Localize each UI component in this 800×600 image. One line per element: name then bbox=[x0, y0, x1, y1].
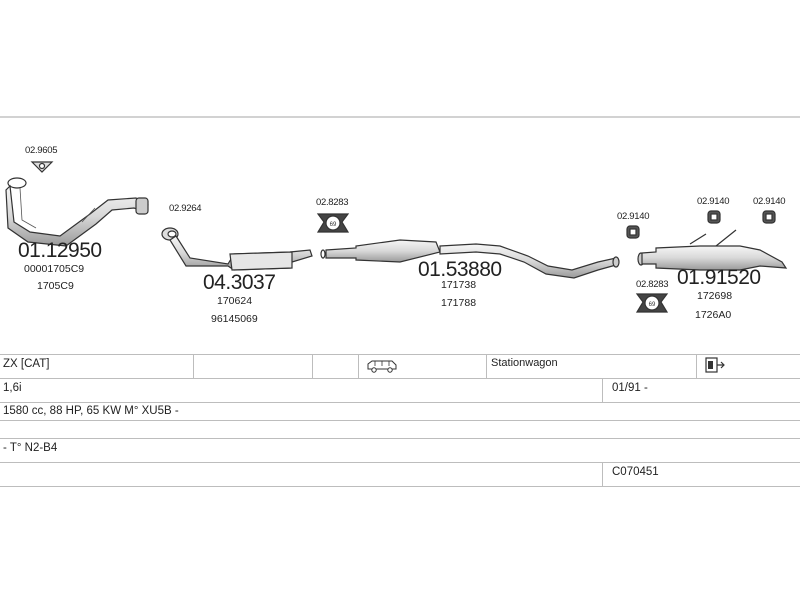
svg-text:69: 69 bbox=[330, 222, 337, 228]
rubber-mount-icon: 69 bbox=[635, 293, 669, 313]
hanger-part-number: 02.9140 bbox=[753, 196, 786, 207]
table-divider bbox=[0, 378, 800, 379]
catalyst-part bbox=[169, 235, 313, 271]
catalyst-part-number: 04.3037 bbox=[203, 271, 276, 294]
svg-text:69: 69 bbox=[649, 302, 656, 308]
middle-silencer-ref: 171738 bbox=[441, 279, 477, 291]
front-pipe-part-number: 01.12950 bbox=[18, 239, 102, 262]
table-divider bbox=[0, 420, 800, 421]
table-column-divider bbox=[602, 378, 603, 402]
table-divider bbox=[0, 354, 800, 355]
table-column-divider bbox=[486, 354, 487, 378]
table-divider bbox=[0, 438, 800, 439]
clamp-part-number: 02.9264 bbox=[169, 203, 202, 214]
table-divider bbox=[0, 462, 800, 463]
middle-silencer-ref: 171788 bbox=[441, 297, 477, 309]
table-divider bbox=[0, 402, 800, 403]
front-pipe-part bbox=[5, 177, 149, 247]
middle-silencer-part bbox=[320, 239, 620, 279]
table-column-divider bbox=[312, 354, 313, 378]
engine-cell: 1,6i bbox=[3, 382, 22, 394]
hanger-icon bbox=[707, 210, 721, 224]
catalyst-ref: 96145069 bbox=[211, 313, 258, 325]
rear-silencer-part bbox=[637, 229, 788, 271]
rear-silencer-ref: 172698 bbox=[697, 290, 733, 302]
gasket-icon bbox=[30, 161, 54, 173]
front-pipe-ref: 00001705C9 bbox=[24, 263, 85, 275]
table-divider bbox=[0, 486, 800, 487]
bracket-part-number: 02.8283 bbox=[316, 197, 349, 208]
hanger-part-number: 02.9140 bbox=[697, 196, 730, 207]
front-pipe-ref: 1705C9 bbox=[37, 280, 74, 292]
rear-silencer-ref: 1726A0 bbox=[695, 309, 732, 321]
middle-silencer-part-number: 01.53880 bbox=[418, 258, 502, 281]
table-column-divider bbox=[602, 462, 603, 486]
model-cell: ZX [CAT] bbox=[3, 358, 50, 370]
table-column-divider bbox=[358, 354, 359, 378]
table-column-divider bbox=[696, 354, 697, 378]
station-wagon-icon bbox=[367, 360, 397, 373]
table-column-divider bbox=[193, 354, 194, 378]
engine-spec-cell: 1580 cc, 88 HP, 65 KW M° XU5B - bbox=[3, 405, 179, 417]
bracket-part-number: 02.8283 bbox=[636, 279, 669, 290]
rear-silencer-part-number: 01.91520 bbox=[677, 266, 761, 289]
hanger-icon bbox=[626, 225, 640, 239]
hanger-icon bbox=[762, 210, 776, 224]
hanger-part-number: 02.9140 bbox=[617, 211, 650, 222]
chassis-cell: - T° N2-B4 bbox=[3, 442, 58, 454]
catalyst-ref: 170624 bbox=[217, 295, 253, 307]
exhaust-diagram: 69 69 bbox=[0, 116, 800, 313]
kit-code-cell: C070451 bbox=[612, 466, 659, 478]
body-type-cell: Stationwagon bbox=[491, 357, 558, 369]
exhaust-outlet-icon bbox=[705, 357, 725, 373]
date-range-cell: 01/91 - bbox=[612, 382, 648, 394]
rubber-mount-icon: 69 bbox=[316, 213, 350, 233]
gasket-part-number: 02.9605 bbox=[25, 145, 58, 156]
